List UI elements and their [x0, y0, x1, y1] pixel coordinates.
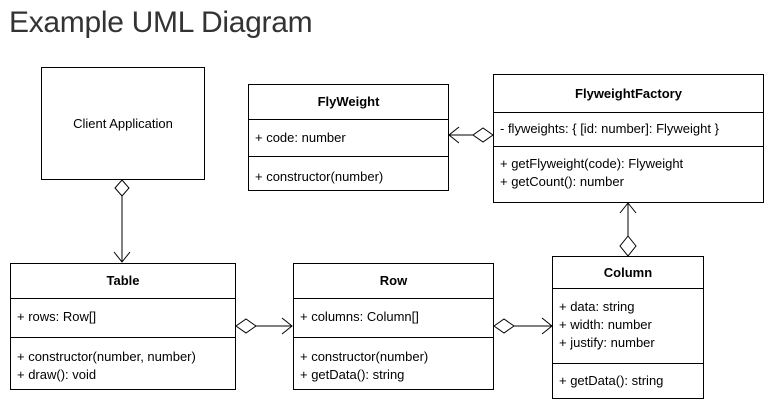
factory-class-name: FlyweightFactory [494, 75, 763, 113]
flyweight-attributes: + code: number [249, 120, 448, 157]
table-method: + constructor(number, number) [17, 349, 196, 364]
row-attributes: + columns: Column[] [294, 299, 493, 338]
client-application-label: Client Application [73, 116, 173, 131]
table-method: + draw(): void [17, 367, 97, 382]
row-method: + getData(): string [300, 367, 405, 382]
flyweight-attribute: + code: number [255, 130, 346, 145]
diagram-title: Example UML Diagram [9, 6, 313, 39]
column-attribute: + data: string [559, 299, 635, 314]
flyweight-methods: + constructor(number) [249, 157, 448, 186]
table-methods: + constructor(number, number) + draw(): … [11, 338, 235, 384]
column-methods: + getData(): string [553, 364, 703, 390]
flyweight-factory-class: FlyweightFactory - flyweights: { [id: nu… [493, 74, 764, 203]
factory-attributes: - flyweights: { [id: number]: Flyweight … [494, 113, 763, 147]
table-row-connector [235, 317, 293, 335]
flyweight-method: + constructor(number) [255, 169, 384, 184]
column-attribute: + width: number [559, 317, 652, 332]
table-class-name: Table [11, 264, 235, 299]
column-class: Column + data: string + width: number + … [552, 256, 704, 399]
factory-methods: + getFlyweight(code): Flyweight + getCou… [494, 147, 763, 191]
table-attribute: + rows: Row[] [17, 309, 97, 324]
factory-method: + getFlyweight(code): Flyweight [500, 156, 684, 171]
row-attribute: + columns: Column[] [300, 309, 419, 324]
column-factory-connector [619, 202, 637, 257]
flyweight-class: FlyWeight + code: number + constructor(n… [248, 84, 449, 191]
factory-attribute: - flyweights: { [id: number]: Flyweight … [500, 121, 719, 136]
row-class: Row + columns: Column[] + constructor(nu… [293, 263, 494, 390]
flyweight-class-name: FlyWeight [249, 85, 448, 120]
row-method: + constructor(number) [300, 349, 429, 364]
factory-method: + getCount(): number [500, 174, 624, 189]
client-table-connector [113, 179, 131, 263]
table-class: Table + rows: Row[] + constructor(number… [10, 263, 236, 390]
column-method: + getData(): string [559, 373, 664, 388]
row-class-name: Row [294, 264, 493, 299]
column-attribute: + justify: number [559, 335, 655, 350]
row-column-connector [493, 317, 553, 335]
row-methods: + constructor(number) + getData(): strin… [294, 338, 493, 384]
factory-flyweight-connector [448, 126, 494, 144]
client-application-box: Client Application [41, 67, 205, 180]
column-class-name: Column [553, 257, 703, 289]
table-attributes: + rows: Row[] [11, 299, 235, 338]
column-attributes: + data: string + width: number + justify… [553, 289, 703, 364]
